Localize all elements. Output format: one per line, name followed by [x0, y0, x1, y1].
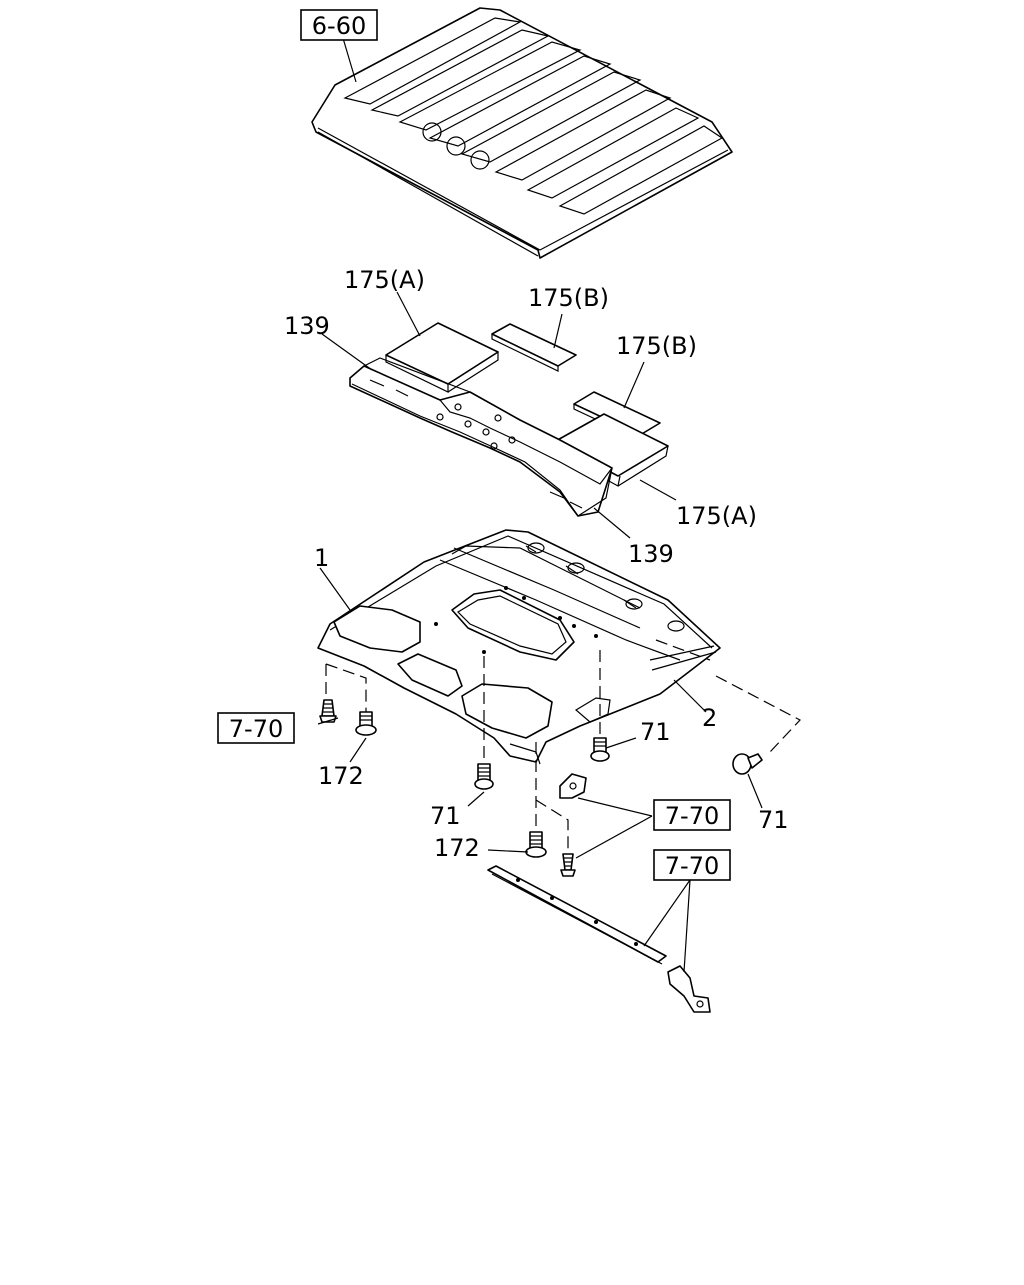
lower-rail [487, 865, 667, 965]
pad-175a-top [385, 322, 499, 393]
ref-7-70-left-text: 7-70 [229, 715, 283, 743]
ref-box-7-70-mid[interactable]: 7-70 [653, 799, 731, 831]
ref-box-7-70-left[interactable]: 7-70 [217, 712, 295, 744]
label-139-top: 139 [284, 312, 330, 340]
screw-bottom [560, 853, 576, 877]
label-1: 1 [314, 544, 329, 572]
label-175a-top: 175(A) [344, 266, 425, 294]
headliner [317, 529, 721, 765]
label-175a-right: 175(A) [676, 502, 757, 530]
clip-71-mid [474, 763, 494, 790]
label-175b-top: 175(B) [528, 284, 609, 312]
clip-71-right [590, 737, 610, 762]
ref-6-60-text: 6-60 [312, 12, 366, 40]
label-172-bottom: 172 [434, 834, 480, 862]
push-clip-71 [732, 753, 763, 775]
strip-139 [349, 357, 613, 517]
label-139-bottom: 139 [628, 540, 674, 568]
label-71-far: 71 [758, 806, 789, 834]
label-71-mid: 71 [430, 802, 461, 830]
clip-172-left [355, 711, 377, 736]
label-2: 2 [702, 704, 717, 732]
label-172-left: 172 [318, 762, 364, 790]
bracket-small [559, 773, 587, 799]
label-71-right: 71 [640, 718, 671, 746]
ref-box-7-70-bottom[interactable]: 7-70 [653, 849, 731, 881]
lower-bracket [667, 965, 711, 1013]
clip-172-bottom [525, 831, 547, 858]
pad-175b-top [491, 323, 577, 372]
label-175b-right: 175(B) [616, 332, 697, 360]
ref-box-6-60[interactable]: 6-60 [300, 9, 378, 41]
ref-7-70-mid-text: 7-70 [665, 802, 719, 830]
ref-7-70-bottom-text: 7-70 [665, 852, 719, 880]
roof-panel [311, 7, 733, 259]
screw-left [319, 699, 337, 723]
